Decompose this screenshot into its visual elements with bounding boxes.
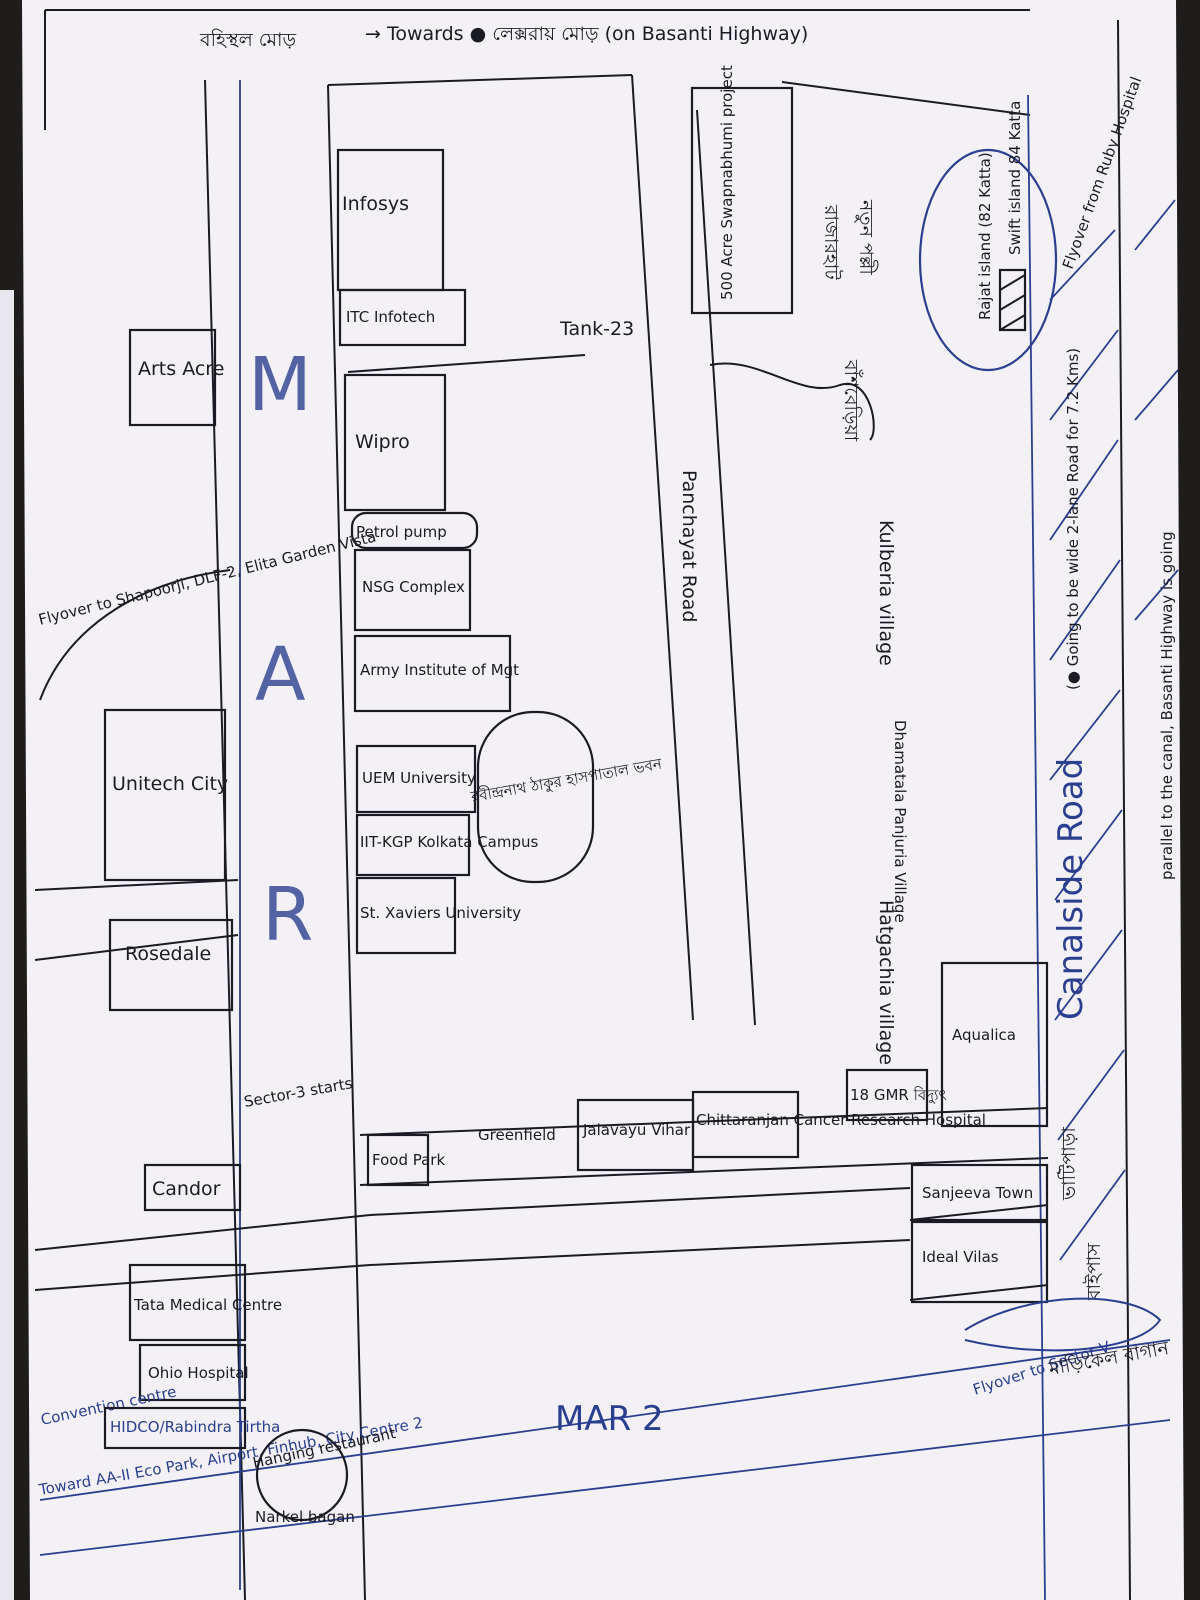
candor-box — [143, 1163, 242, 1212]
flyover-sector5-curve — [964, 1297, 1162, 1352]
canalside-label: Canalside Road — [1051, 758, 1091, 1020]
island-ellipse — [918, 148, 1058, 372]
gmr-label: 18 GMR বিদ্যুৎ — [850, 1086, 947, 1104]
itc-box — [338, 288, 467, 347]
village-curve — [709, 362, 875, 441]
bengali-oval — [476, 710, 595, 884]
ideal-label: Ideal Vilas — [922, 1248, 999, 1266]
dhamatala-label: Dhamatala Panjuria Village — [891, 720, 909, 923]
wipro-label: Wipro — [355, 431, 410, 453]
hanging-circle — [255, 1428, 349, 1522]
letter-m: M — [248, 342, 312, 428]
hatch-area — [1049, 199, 1179, 1261]
sanjeeva-label: Sanjeeva Town — [922, 1184, 1033, 1202]
rosedale-label: Rosedale — [125, 943, 211, 965]
itc-label: ITC Infotech — [346, 308, 435, 326]
bengali-village-2: রাজারহাট — [820, 204, 843, 280]
chittaranjan-box — [691, 1090, 800, 1159]
rajat-label: Rajat island (82 Katta) — [976, 152, 994, 320]
arts-acre-label: Arts Acre — [138, 358, 224, 380]
aqualica-label: Aqualica — [952, 1026, 1016, 1044]
unitech-box — [103, 708, 227, 882]
letter-a: A — [255, 632, 306, 718]
hatgachia-label: Hatgachia village — [875, 900, 897, 1065]
iit-label: IIT-KGP Kolkata Campus — [360, 833, 539, 851]
xaviers-box — [355, 876, 457, 955]
tank-label: Tank-23 — [559, 318, 634, 340]
ohio-box — [138, 1343, 247, 1402]
hidco-box — [103, 1406, 247, 1450]
narkel-label: Narkel bagan — [255, 1508, 355, 1526]
sanjeeva-box — [910, 1163, 1049, 1222]
infosys-label: Infosys — [342, 193, 409, 215]
top-towards: → Towards ● লেক্সরায় মোড় (on Basanti H… — [365, 23, 808, 45]
hidco-label: HIDCO/Rabindra Tirtha — [110, 1418, 280, 1436]
chittaranjan-label: Chittaranjan Cancer Research Hospital — [696, 1111, 986, 1129]
bengali-side2-label: বাইপাস — [1083, 1243, 1105, 1301]
army-box — [353, 634, 512, 713]
uem-label: UEM University — [362, 769, 476, 787]
nsg-box — [353, 548, 472, 632]
paper-edge — [0, 290, 14, 1600]
top-left-bengali: বহিস্থল মোড় — [199, 29, 297, 51]
gmr-box — [845, 1068, 929, 1122]
wipro-box — [343, 373, 447, 512]
rajat-hatch-box — [998, 268, 1027, 332]
bengali-village-1: নতুন পল্লী — [854, 199, 878, 275]
acre500-box — [690, 86, 794, 315]
petrol-label: Petrol pump — [356, 523, 447, 541]
nsg-label: NSG Complex — [362, 578, 465, 596]
greenfield-label: Greenfield — [478, 1126, 556, 1144]
army-label: Army Institute of Mgt — [360, 661, 519, 679]
xaviers-label: St. Xaviers University — [360, 904, 521, 922]
iit-box — [355, 813, 471, 877]
paper-sheet — [22, 0, 1184, 1600]
going-wide-label: (● Going to be wide 2-lane Road for 7.2 … — [1064, 348, 1082, 690]
mar2-label: MAR 2 — [555, 1399, 664, 1439]
bengali-side-label: ভাটিপাড়া — [1057, 1127, 1080, 1201]
arts-acre-box — [128, 328, 217, 427]
food-label: Food Park — [372, 1151, 445, 1169]
tata-label: Tata Medical Centre — [133, 1296, 282, 1314]
petrol-box — [350, 511, 479, 550]
panchayat-label: Panchayat Road — [678, 470, 700, 622]
parallel-label: parallel to the canal, Basanti Highway i… — [1158, 531, 1176, 880]
bengali-village-3: বাঁশবেড়িয়া — [840, 359, 863, 442]
acre500-label: 500 Acre Swapnabhumi project — [718, 65, 736, 300]
tata-box — [128, 1263, 247, 1342]
candor-label: Candor — [152, 1178, 221, 1200]
food-box — [366, 1133, 430, 1187]
rosedale-box — [108, 918, 234, 1012]
uem-box — [355, 744, 477, 814]
roads — [34, 9, 1171, 1600]
swift-label: Swift island 84 Katta — [1006, 101, 1024, 255]
ideal-box — [910, 1220, 1049, 1304]
ohio-label: Ohio Hospital — [148, 1364, 249, 1382]
aqualica-box — [940, 961, 1049, 1128]
unitech-label: Unitech City — [112, 773, 228, 795]
letter-r: R — [262, 872, 313, 958]
jalavayu-label: Jalavayu Vihar — [582, 1121, 691, 1139]
kulberia-label: Kulberia village — [875, 520, 897, 666]
